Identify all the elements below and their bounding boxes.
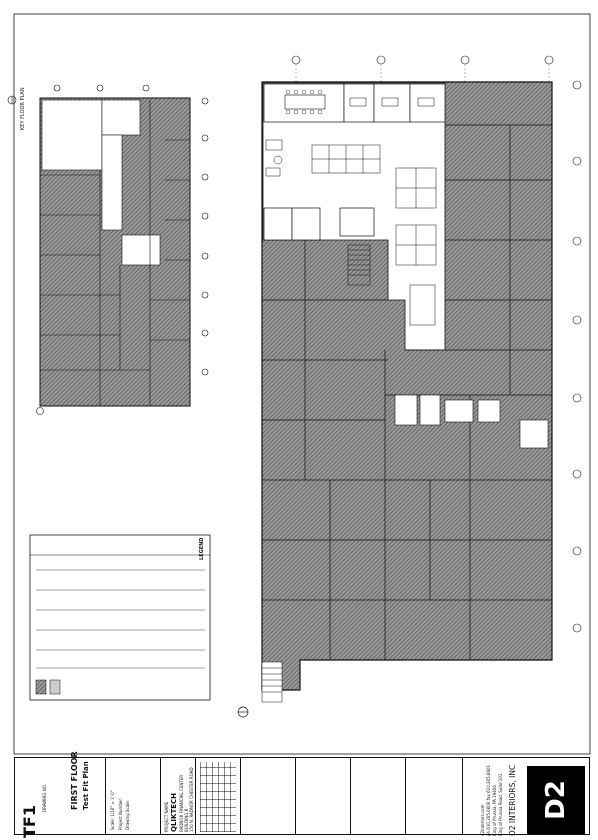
scale-label: Scale: 1/16" = 1'-0" <box>110 790 115 830</box>
drawing-scale-label: Drawing Scale: <box>125 799 130 830</box>
drawing-number: TF1 <box>20 805 39 838</box>
north-arrow-icon <box>7 95 17 105</box>
firm-address-1: King of Prussia Road, Suite 101 <box>498 773 503 836</box>
firm-address-2: King of Prussia, PA 19406 <box>492 785 497 836</box>
drawing-no-label: DRAWING NO. <box>42 784 47 812</box>
grid-bubbles-right <box>572 80 582 633</box>
firm-logo: D2 <box>527 766 585 834</box>
firm-address-4: d2interiors.com <box>480 804 485 836</box>
sheet-title-2: Test Fit Plan <box>82 761 90 810</box>
main-floor-plan <box>237 55 582 718</box>
client-name: QLIKTECH <box>170 793 178 832</box>
firm-address-3: ph 610.265.6600 fax 610.265.6601 <box>486 764 491 836</box>
north-arrow-icon <box>237 706 249 718</box>
project-label: PROJECT NAME <box>164 801 169 832</box>
legend-box <box>29 534 211 701</box>
title-block <box>14 757 590 835</box>
key-plan <box>7 84 209 415</box>
grid-bubbles-top <box>291 55 554 65</box>
project-address-3: 150 N. RADNOR CHESTER ROAD <box>189 767 194 832</box>
legend-title: LEGEND <box>199 537 205 560</box>
north-arrow-icon <box>36 407 44 415</box>
stair <box>347 244 371 286</box>
sheet-border <box>13 13 591 755</box>
project-number-label: Project Number: <box>118 797 123 830</box>
sheet-title-1: FIRST FLOOR <box>70 751 79 810</box>
stair <box>261 661 283 703</box>
floor-plan-drawing <box>7 13 591 755</box>
firm-name: D2 INTERIORS, INC <box>508 764 517 836</box>
revision-grid <box>200 762 236 832</box>
key-plan-label: KEY FLOOR PLAN <box>20 87 26 130</box>
